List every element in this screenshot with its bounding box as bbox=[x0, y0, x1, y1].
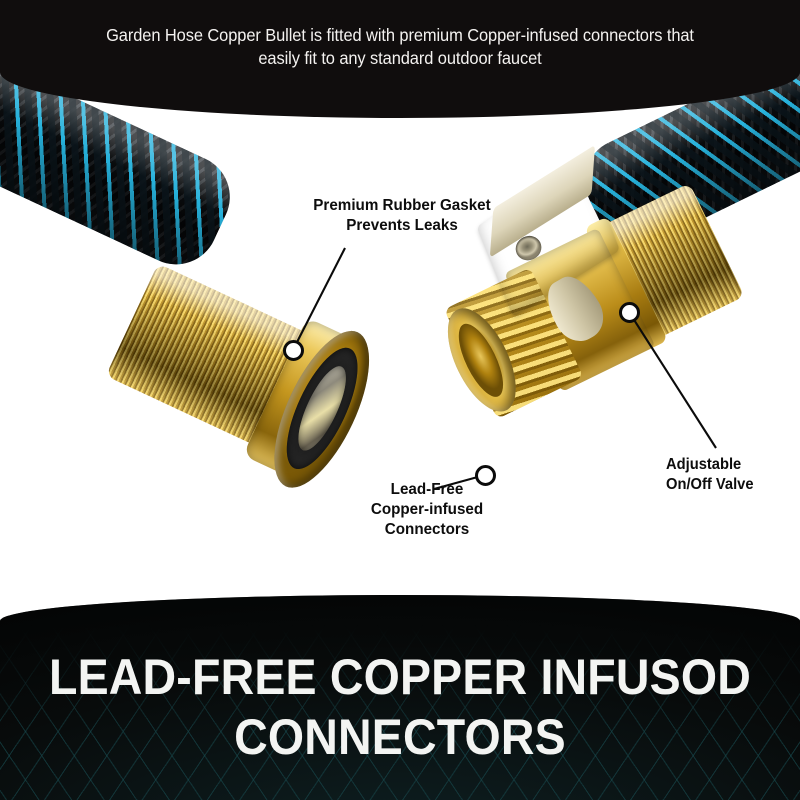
callout-adjustable-valve: Adjustable On/Off Valve bbox=[666, 455, 784, 495]
callout-line: On/Off Valve bbox=[666, 476, 754, 493]
banner-vignette bbox=[0, 595, 800, 800]
callout-dot-leadfree bbox=[475, 465, 496, 486]
leader-line-valve bbox=[628, 311, 717, 449]
bottom-banner: LEAD-FREE COPPER INFUSOD CONNECTORS bbox=[0, 595, 800, 800]
callout-line: Adjustable bbox=[666, 456, 742, 473]
leader-line-gasket bbox=[292, 247, 346, 351]
callout-dot-valve bbox=[619, 302, 640, 323]
callout-line: Lead-Free bbox=[390, 481, 464, 498]
callout-premium-rubber-gasket: Premium Rubber Gasket Prevents Leaks bbox=[301, 196, 502, 236]
callout-line: Premium Rubber Gasket bbox=[313, 197, 491, 214]
callout-lead-free-connectors: Lead-Free Copper-infused Connectors bbox=[356, 480, 499, 540]
callout-line: Copper-infused bbox=[370, 501, 484, 518]
header-band: Garden Hose Copper Bullet is fitted with… bbox=[0, 0, 800, 118]
header-line: easily fit to any standard outdoor fauce… bbox=[258, 48, 542, 68]
header-line: Garden Hose Copper Bullet is fitted with… bbox=[106, 25, 694, 45]
callout-dot-gasket bbox=[283, 340, 304, 361]
banner-line: LEAD-FREE COPPER INFUSOD bbox=[48, 649, 752, 705]
callout-line: Prevents Leaks bbox=[346, 217, 458, 234]
banner-line: CONNECTORS bbox=[234, 709, 566, 765]
banner-headline: LEAD-FREE COPPER INFUSOD CONNECTORS bbox=[28, 647, 772, 767]
callout-line: Connectors bbox=[384, 521, 470, 538]
header-description: Garden Hose Copper Bullet is fitted with… bbox=[62, 24, 739, 70]
